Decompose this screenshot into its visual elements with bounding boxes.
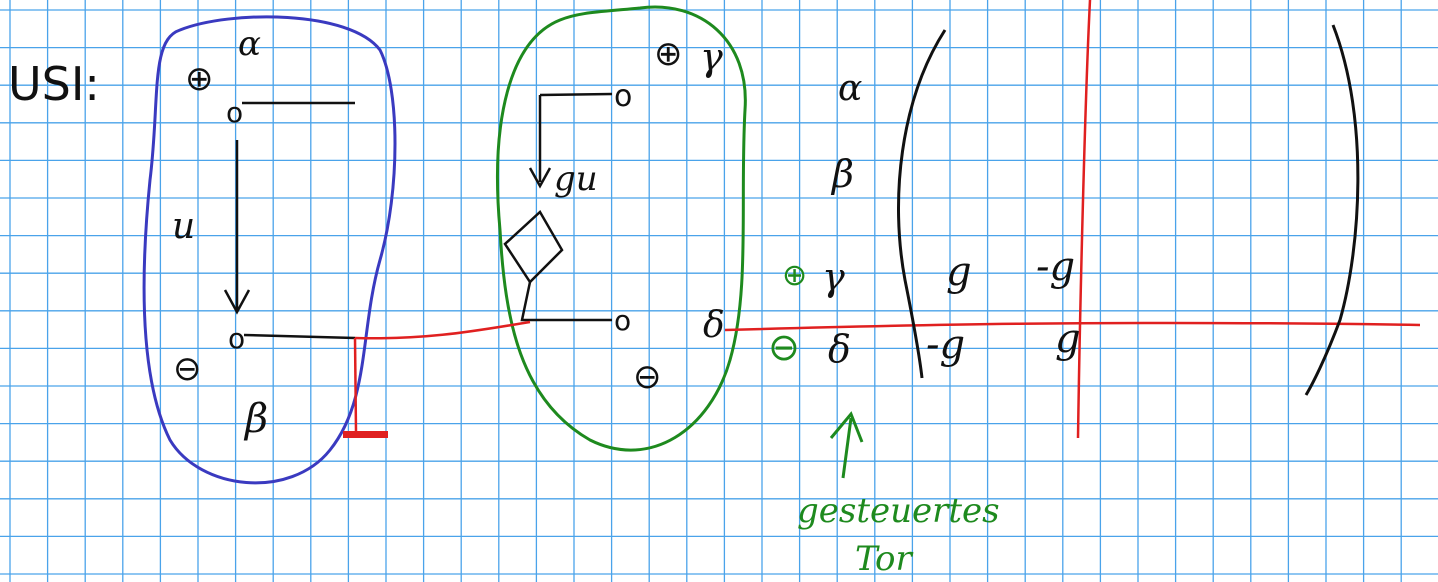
right-minus-symbol: ⊖ [633,357,662,397]
right-gu-label: gu [554,159,598,199]
left-beta-label: β [243,396,268,442]
matrix-cell-r2-c2: g [1055,316,1081,362]
red-ground-connection [354,320,531,340]
red-matrix-divider-horizontal [724,321,1421,332]
red-ground-drop [353,337,358,433]
annotation-line-2: Tor [855,539,914,579]
matrix-row-label-1: α [838,68,862,109]
left-bottom-lead [243,333,356,340]
matrix-cell-r2-c1: -g [926,322,965,368]
matrix-cell-r1-c2: -g [1036,244,1075,290]
annotation-line-1: gesteuertes [797,491,1000,531]
matrix-row-label-4: δ [828,327,851,371]
matrix-row-label-2: β [830,152,854,196]
annotation-arrow [829,411,864,479]
right-source-arrow [528,95,552,189]
matrix-left-bracket [897,29,947,379]
matrix-row-marker-3: ⊕ [782,258,807,293]
right-diamond-lead [520,281,612,322]
left-alpha-label: α [238,24,261,64]
right-delta-label: δ [703,305,725,346]
right-plus-symbol: ⊕ [654,34,683,74]
matrix-row-marker-4: ⊖ [768,325,800,369]
red-matrix-divider-vertical [1076,0,1092,439]
left-minus-symbol: ⊖ [173,349,202,389]
left-u-label: u [172,206,195,247]
heading-label: USI: [8,57,100,111]
matrix-right-bracket [1304,24,1360,396]
left-voltage-arrow [223,140,251,315]
right-node-top: o [614,79,632,114]
left-plus-symbol: ⊕ [185,59,214,99]
right-top-lead [539,92,613,97]
left-node-top: o [226,96,243,129]
right-gamma-label: γ [700,35,723,79]
matrix-cell-r1-c1: g [946,249,972,295]
left-node-bottom: o [228,322,245,355]
ground-symbol [343,431,388,438]
left-blob-outline [142,15,397,485]
right-blob-outline [496,5,747,452]
matrix-row-label-3: γ [822,255,845,299]
right-node-bottom: o [614,304,631,337]
